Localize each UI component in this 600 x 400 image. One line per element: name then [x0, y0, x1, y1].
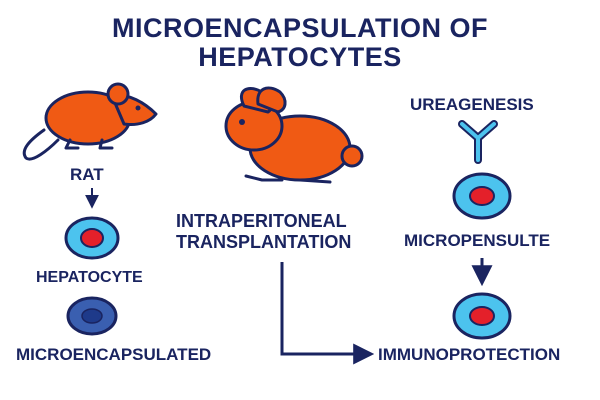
title-line-2: HEPATOCYTES — [198, 42, 402, 72]
rat-icon — [22, 82, 158, 161]
label-ureagenesis: UREAGENESIS — [410, 95, 534, 114]
label-microencapsulated: MICROENCAPSULATED — [16, 345, 212, 364]
rabbit-icon — [224, 86, 364, 184]
micropensulte-cell-icon — [452, 292, 512, 340]
capsule-icon — [66, 296, 118, 336]
ureagenesis-cell-icon — [452, 172, 512, 220]
label-rat: RAT — [70, 165, 104, 184]
label-micropensulte: MICROPENSULTE — [404, 231, 551, 250]
label-transplantation: TRANSPLANTATION — [176, 232, 352, 252]
label-intraperitoneal: INTRAPERITONEAL — [176, 211, 347, 231]
arrow-transplantation-to-immunoprotection — [280, 262, 375, 365]
label-hepatocyte: HEPATOCYTE — [36, 269, 143, 286]
antibody-icon — [458, 120, 498, 164]
label-immunoprotection: IMMUNOPROTECTION — [378, 345, 561, 364]
diagram-title: MICROENCAPSULATION OF HEPATOCYTES — [0, 14, 600, 72]
hepatocyte-cell-icon — [64, 216, 120, 260]
title-line-1: MICROENCAPSULATION OF — [112, 13, 488, 43]
